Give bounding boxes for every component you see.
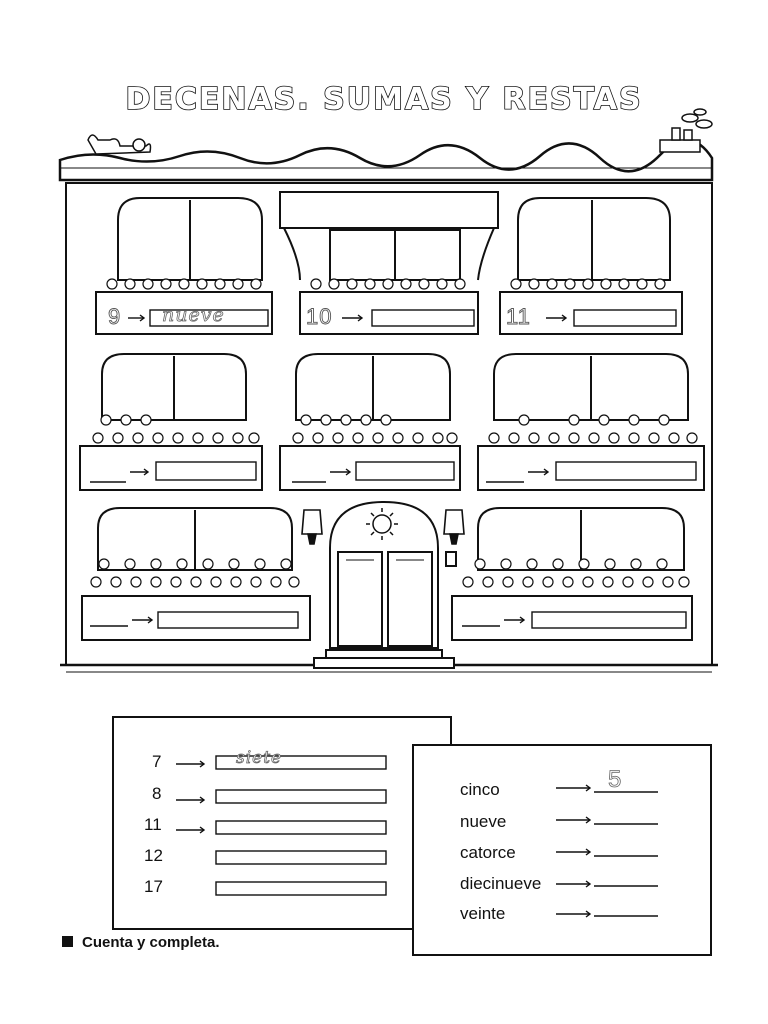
page-title: DECENAS. SUMAS Y RESTAS xyxy=(125,81,643,118)
left-row-answer: siete xyxy=(236,748,283,769)
cat-icon xyxy=(87,134,152,155)
numbers-to-words-panel: 7 siete 8 11 12 17 xyxy=(112,716,452,930)
left-row-number: 11 xyxy=(144,815,162,834)
lantern-icon xyxy=(301,509,465,545)
right-row-word: catorce xyxy=(460,843,516,862)
window-number: 11 xyxy=(506,304,531,330)
arrow-icon xyxy=(90,309,697,629)
ship-icon xyxy=(659,108,713,153)
right-row-word: veinte xyxy=(460,904,506,923)
right-row-word: diecinueve xyxy=(460,874,542,893)
left-row-number: 7 xyxy=(152,752,162,771)
answer-lines xyxy=(556,784,658,918)
right-row-word: nueve xyxy=(460,812,507,831)
bullet-square-icon xyxy=(62,936,73,947)
sun-icon xyxy=(366,508,398,540)
window-word: nueve xyxy=(162,304,225,327)
left-row-number: 17 xyxy=(144,877,163,896)
building-illustration xyxy=(58,108,718,673)
answer-lines xyxy=(176,755,387,896)
right-row-word: cinco xyxy=(460,780,500,799)
right-row-answer: 5 xyxy=(608,766,622,794)
left-row-number: 8 xyxy=(152,784,162,803)
instruction-label: Cuenta y completa. xyxy=(82,934,220,951)
window-number: 10 xyxy=(306,304,333,330)
flower-icon xyxy=(90,278,698,588)
left-row-number: 12 xyxy=(144,846,163,865)
words-to-numbers-panel: cinco 5 nueve catorce diecinueve veinte xyxy=(412,744,712,956)
window-number: 9 xyxy=(108,304,122,330)
instruction-text: Cuenta y completa. xyxy=(62,934,220,951)
